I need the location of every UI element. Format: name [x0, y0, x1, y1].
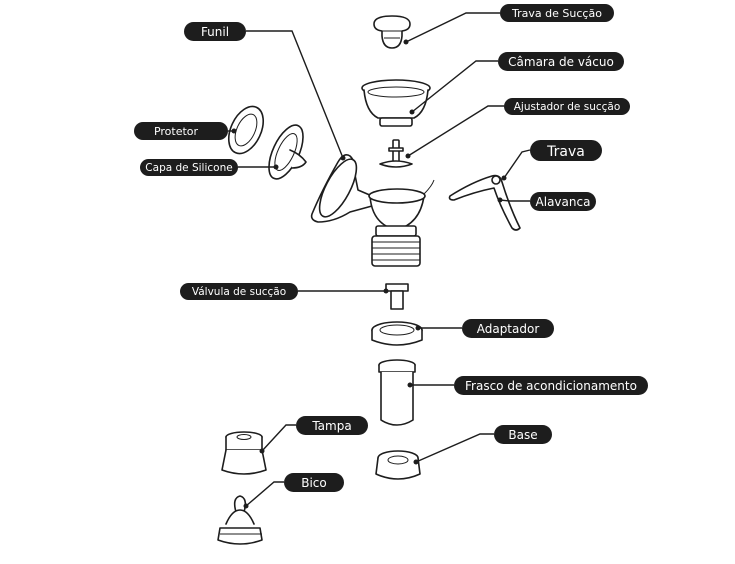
label-capa-silicone: Capa de Silicone: [140, 159, 238, 176]
label-tampa: Tampa: [296, 416, 368, 435]
nipple-part: [217, 495, 263, 545]
label-valvula-succao-text: Válvula de sucção: [192, 286, 286, 298]
label-camara-vacuo-text: Câmara de vácuo: [508, 55, 614, 69]
label-protetor-text: Protetor: [154, 125, 199, 138]
label-funil: Funil: [184, 22, 246, 41]
label-base: Base: [494, 425, 552, 444]
vacuum-chamber-part: [361, 79, 431, 127]
label-alavanca-text: Alavanca: [536, 195, 591, 209]
label-protetor: Protetor: [134, 122, 228, 140]
silicone-cap-part: [268, 124, 307, 180]
label-frasco: Frasco de acondicionamento: [454, 376, 648, 395]
label-trava-text: Trava: [546, 144, 585, 160]
label-trava-succao-text: Trava de Sucção: [511, 7, 602, 20]
storage-bottle-part: [378, 359, 416, 426]
label-funil-text: Funil: [201, 25, 229, 39]
protector-part: [227, 105, 265, 155]
label-capa-silicone-text: Capa de Silicone: [145, 162, 232, 174]
label-alavanca: Alavanca: [530, 192, 596, 211]
label-ajustador-succao: Ajustador de sucção: [504, 98, 630, 115]
label-camara-vacuo: Câmara de vácuo: [498, 52, 624, 71]
suction-valve-part: [385, 283, 409, 310]
label-bico: Bico: [284, 473, 344, 492]
label-bico-text: Bico: [301, 476, 327, 490]
leader-lines: [228, 12, 531, 509]
label-trava-succao: Trava de Sucção: [500, 4, 614, 22]
funnel-part: [310, 154, 435, 267]
label-valvula-succao: Válvula de sucção: [180, 283, 298, 300]
label-adaptador-text: Adaptador: [477, 322, 540, 336]
label-adaptador: Adaptador: [462, 319, 554, 338]
label-ajustador-succao-text: Ajustador de sucção: [514, 101, 621, 113]
label-trava: Trava: [530, 140, 602, 161]
adapter-part: [371, 321, 423, 346]
lid-part: [221, 431, 267, 475]
suction-adjuster-part: [379, 139, 413, 168]
label-tampa-text: Tampa: [311, 419, 351, 433]
lever-part: [448, 174, 521, 231]
label-base-text: Base: [508, 428, 537, 442]
label-frasco-text: Frasco de acondicionamento: [465, 379, 637, 393]
base-part: [375, 450, 421, 480]
suction-lock-part: [373, 15, 411, 49]
